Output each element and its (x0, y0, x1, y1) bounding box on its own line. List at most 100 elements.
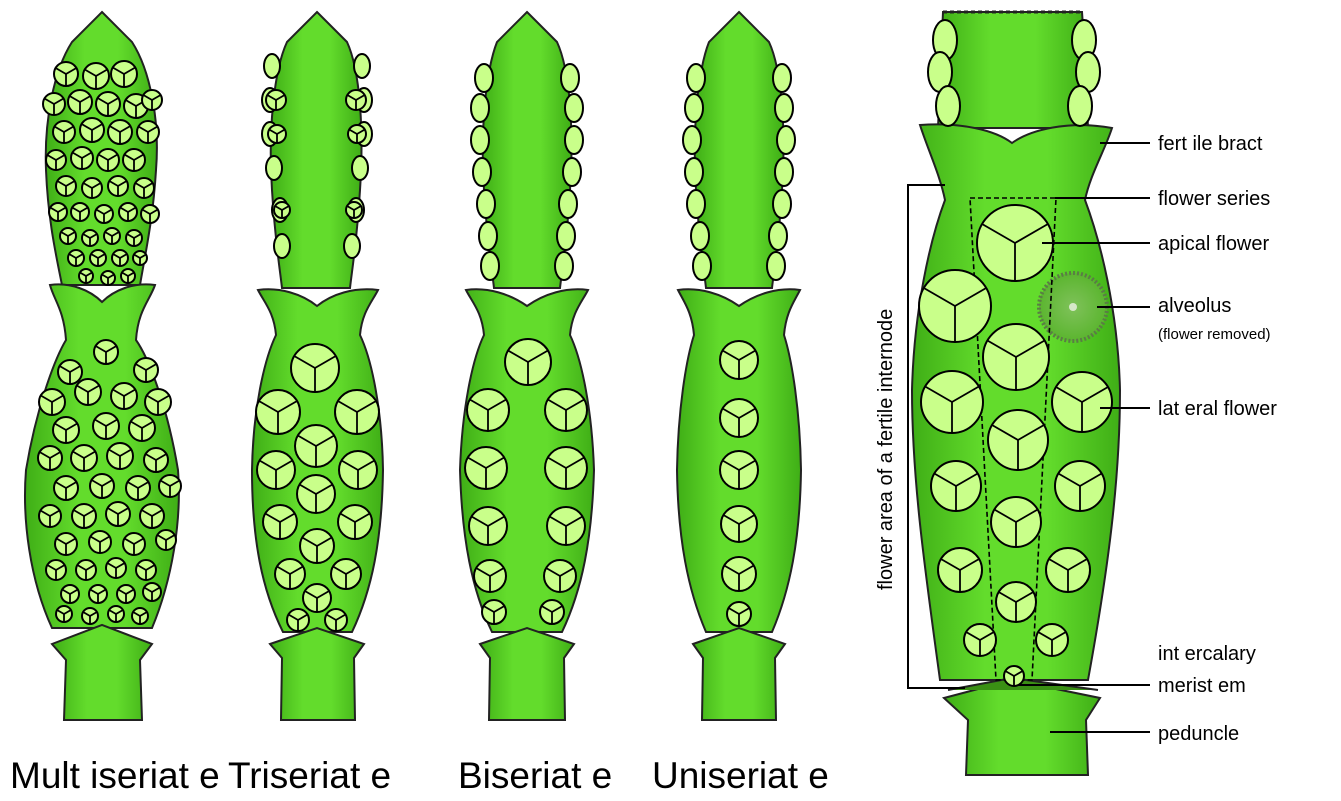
uniseriate-side-flower (685, 158, 703, 186)
multiseriate-tip-flower (101, 271, 115, 285)
uniseriate-side-flower (687, 190, 705, 218)
multiseriate-flower (61, 585, 79, 603)
uniseriate-flower (720, 341, 758, 379)
triseriate-flower (335, 390, 379, 434)
multiseriate-tip-flower (108, 176, 128, 196)
multiseriate-tip-flower (126, 230, 142, 246)
multiseriate-flower (129, 415, 155, 441)
uniseriate-side-flower (687, 64, 705, 92)
multiseriate-flower (108, 606, 124, 622)
multiseriate-flower (136, 560, 156, 580)
label-flower-area: flower area of a fertile internode (875, 309, 897, 590)
multiseriate-tip-flower (119, 203, 137, 221)
multiseriate-flower (82, 608, 98, 624)
biseriate-flower (467, 389, 509, 431)
multiseriate-flower (126, 476, 150, 500)
multiseriate-tip-flower (137, 121, 159, 143)
multiseriate-flower (54, 476, 78, 500)
caption-biseriate: Biseriat e (458, 755, 612, 796)
multiseriate-flower (72, 504, 96, 528)
uniseriate-flower (722, 557, 756, 591)
triseriate-side-flower (264, 54, 280, 78)
multiseriate-tip-flower (104, 228, 120, 244)
detail-flower (1055, 461, 1105, 511)
multiseriate-tip-flower (80, 118, 104, 142)
detail-peduncle (944, 680, 1100, 775)
biseriate-side-flower (475, 64, 493, 92)
multiseriate-flower (89, 531, 111, 553)
caption-triseriate: Triseriat e (228, 755, 391, 796)
biseriate-side-flower (555, 252, 573, 280)
triseriate-flower (295, 425, 337, 467)
biseriate-flower (547, 507, 585, 545)
detail-flower (996, 582, 1036, 622)
label-intercalary: int ercalary (1158, 643, 1256, 665)
biseriate-flower (545, 389, 587, 431)
triseriate-side-flower (266, 156, 282, 180)
multiseriate-tip-flower (82, 230, 98, 246)
biseriate-peduncle (480, 628, 574, 720)
multiseriate-tip-flower (96, 92, 120, 116)
uniseriate-side-flower (683, 126, 701, 154)
multiseriate-flower (107, 443, 133, 469)
triseriate-tip-flower (346, 90, 366, 110)
multiseriate-tip-flower (71, 147, 93, 169)
uniseriate-side-flower (773, 64, 791, 92)
multiseriate-flower (38, 446, 62, 470)
multiseriate-flower (39, 505, 61, 527)
triseriate-flower (291, 344, 339, 392)
multiseriate-tip-flower (56, 176, 76, 196)
triseriate-flower (338, 505, 372, 539)
multiseriate-tip-flower (90, 250, 106, 266)
multiseriate-tip-flower (79, 269, 93, 283)
uniseriate-side-flower (691, 222, 709, 250)
alveolus-center (1069, 303, 1077, 311)
biseriate-side-flower (479, 222, 497, 250)
biseriate-flower (474, 560, 506, 592)
multiseriate-flower (56, 606, 72, 622)
uniseriate-peduncle (693, 628, 785, 720)
uniseriate-side-flower (773, 190, 791, 218)
biseriate-flower (482, 600, 506, 624)
multiseriate-flower (144, 448, 168, 472)
multiseriate-flower (140, 504, 164, 528)
caption-multiseriate: Mult iseriat e (10, 755, 220, 796)
triseriate-side-flower (354, 54, 370, 78)
uniseriate-flower (720, 451, 758, 489)
detail-flower (1046, 548, 1090, 592)
detail-flower (988, 410, 1048, 470)
biseriate-flower (544, 560, 576, 592)
biseriate-side-flower (565, 94, 583, 122)
triseriate-tip-flower (268, 125, 286, 143)
detail-specimen (908, 12, 1150, 775)
multiseriate-tip-flower (46, 150, 66, 170)
biseriate-side-flower (557, 222, 575, 250)
biseriate-side-flower (565, 126, 583, 154)
multiseriate-tip-flower (68, 250, 84, 266)
multiseriate-flower (76, 560, 96, 580)
detail-flower (983, 324, 1049, 390)
multiseriate-tip-flower (49, 203, 67, 221)
multiseriate-tip-flower (111, 61, 137, 87)
triseriate-flower (339, 451, 377, 489)
detail-flower (938, 548, 982, 592)
multiseriate-flower (111, 383, 137, 409)
detail-flower (964, 624, 996, 656)
multiseriate-flower (93, 413, 119, 439)
biseriate-side-flower (471, 94, 489, 122)
caption-uniseriate: Uniseriat e (652, 755, 829, 796)
triseriate-side-flower (274, 234, 290, 258)
triseriate-side-flower (352, 156, 368, 180)
multiseriate-flower (89, 585, 107, 603)
label-flower-series: flower series (1158, 188, 1270, 210)
multiseriate-tip-flower (141, 205, 159, 223)
uniseriate-specimen (677, 12, 801, 720)
multiseriate-flower (39, 389, 65, 415)
triseriate-flower (275, 559, 305, 589)
biseriate-side-flower (477, 190, 495, 218)
label-lateral-flower: lat eral flower (1158, 398, 1277, 420)
multiseriate-tip-flower (83, 63, 109, 89)
uniseriate-flower (721, 506, 757, 542)
